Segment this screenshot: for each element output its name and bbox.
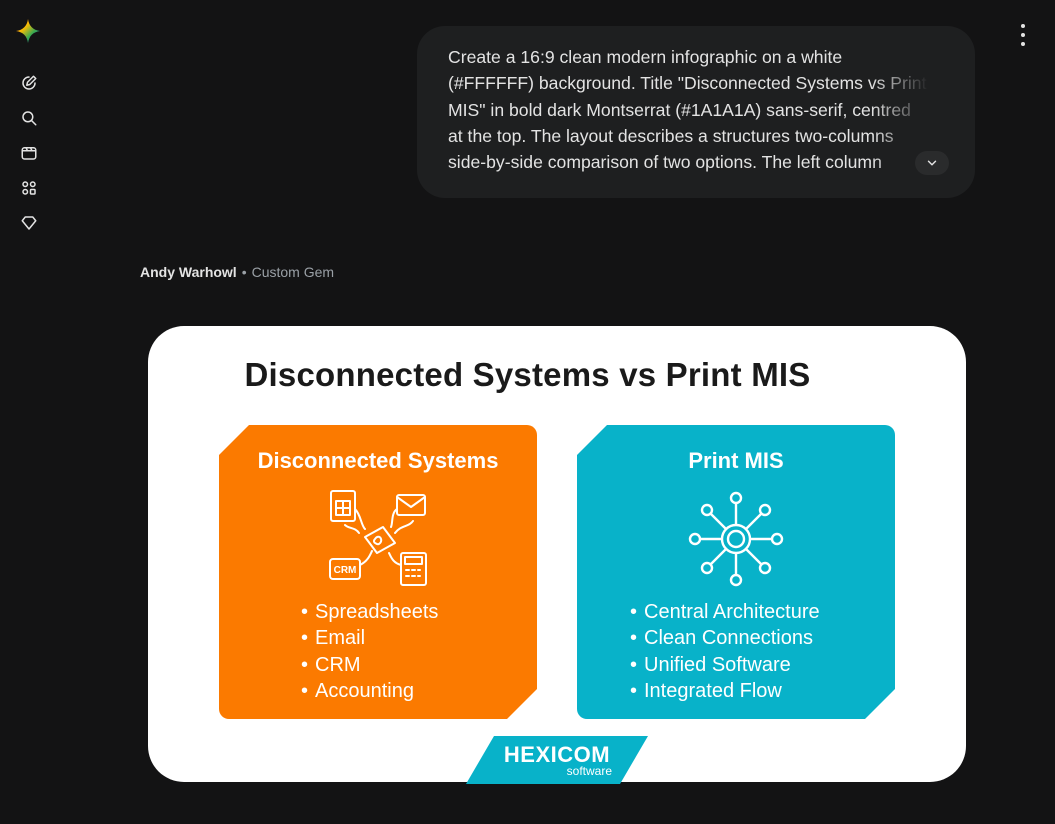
new-chat-icon[interactable] [17, 71, 41, 95]
search-icon[interactable] [17, 106, 41, 130]
brand-sub: software [566, 764, 612, 778]
card-title: Print MIS [688, 448, 784, 473]
separator-dot: • [241, 264, 247, 280]
gem-tag: Custom Gem [251, 264, 335, 280]
user-prompt-bubble: Create a 16:9 clean modern infographic o… [417, 26, 975, 198]
card-title: Disconnected Systems [257, 448, 499, 473]
crm-box-label: CRM [334, 565, 357, 576]
hexicom-logo: HEXICOM software [466, 736, 648, 784]
card-disconnected-systems: Disconnected Systems CRM Spreadsheets Em… [219, 425, 537, 719]
gem-author-name: Andy Warhowl [140, 264, 237, 280]
user-prompt-text: Create a 16:9 clean modern infographic o… [448, 47, 927, 173]
more-options-icon[interactable] [1013, 24, 1033, 46]
list-item: Spreadsheets [301, 599, 438, 625]
response-header: Andy Warhowl•Custom Gem [140, 264, 334, 280]
gem-icon[interactable] [17, 211, 41, 235]
apps-icon[interactable] [17, 176, 41, 200]
list-item: Integrated Flow [630, 678, 820, 704]
chevron-down-icon [927, 160, 937, 166]
list-item: Email [301, 625, 438, 651]
expand-prompt-button[interactable] [915, 151, 949, 175]
disconnected-systems-list: Spreadsheets Email CRM Accounting [301, 599, 438, 705]
brand-name: HEXICOM [503, 742, 611, 767]
card-print-mis: Print MIS Central Architecture Clean Con… [577, 425, 895, 719]
list-item: CRM [301, 652, 438, 678]
hub-network-icon [683, 489, 789, 589]
infographic-title: Disconnected Systems vs Print MIS [244, 356, 811, 393]
side-rail [0, 0, 58, 824]
gemini-logo-icon[interactable] [15, 18, 41, 44]
media-icon[interactable] [17, 141, 41, 165]
list-item: Unified Software [630, 652, 820, 678]
disconnected-systems-icon: CRM [325, 489, 431, 589]
list-item: Clean Connections [630, 625, 820, 651]
list-item: Central Architecture [630, 599, 820, 625]
print-mis-list: Central Architecture Clean Connections U… [630, 599, 820, 705]
list-item: Accounting [301, 678, 438, 704]
